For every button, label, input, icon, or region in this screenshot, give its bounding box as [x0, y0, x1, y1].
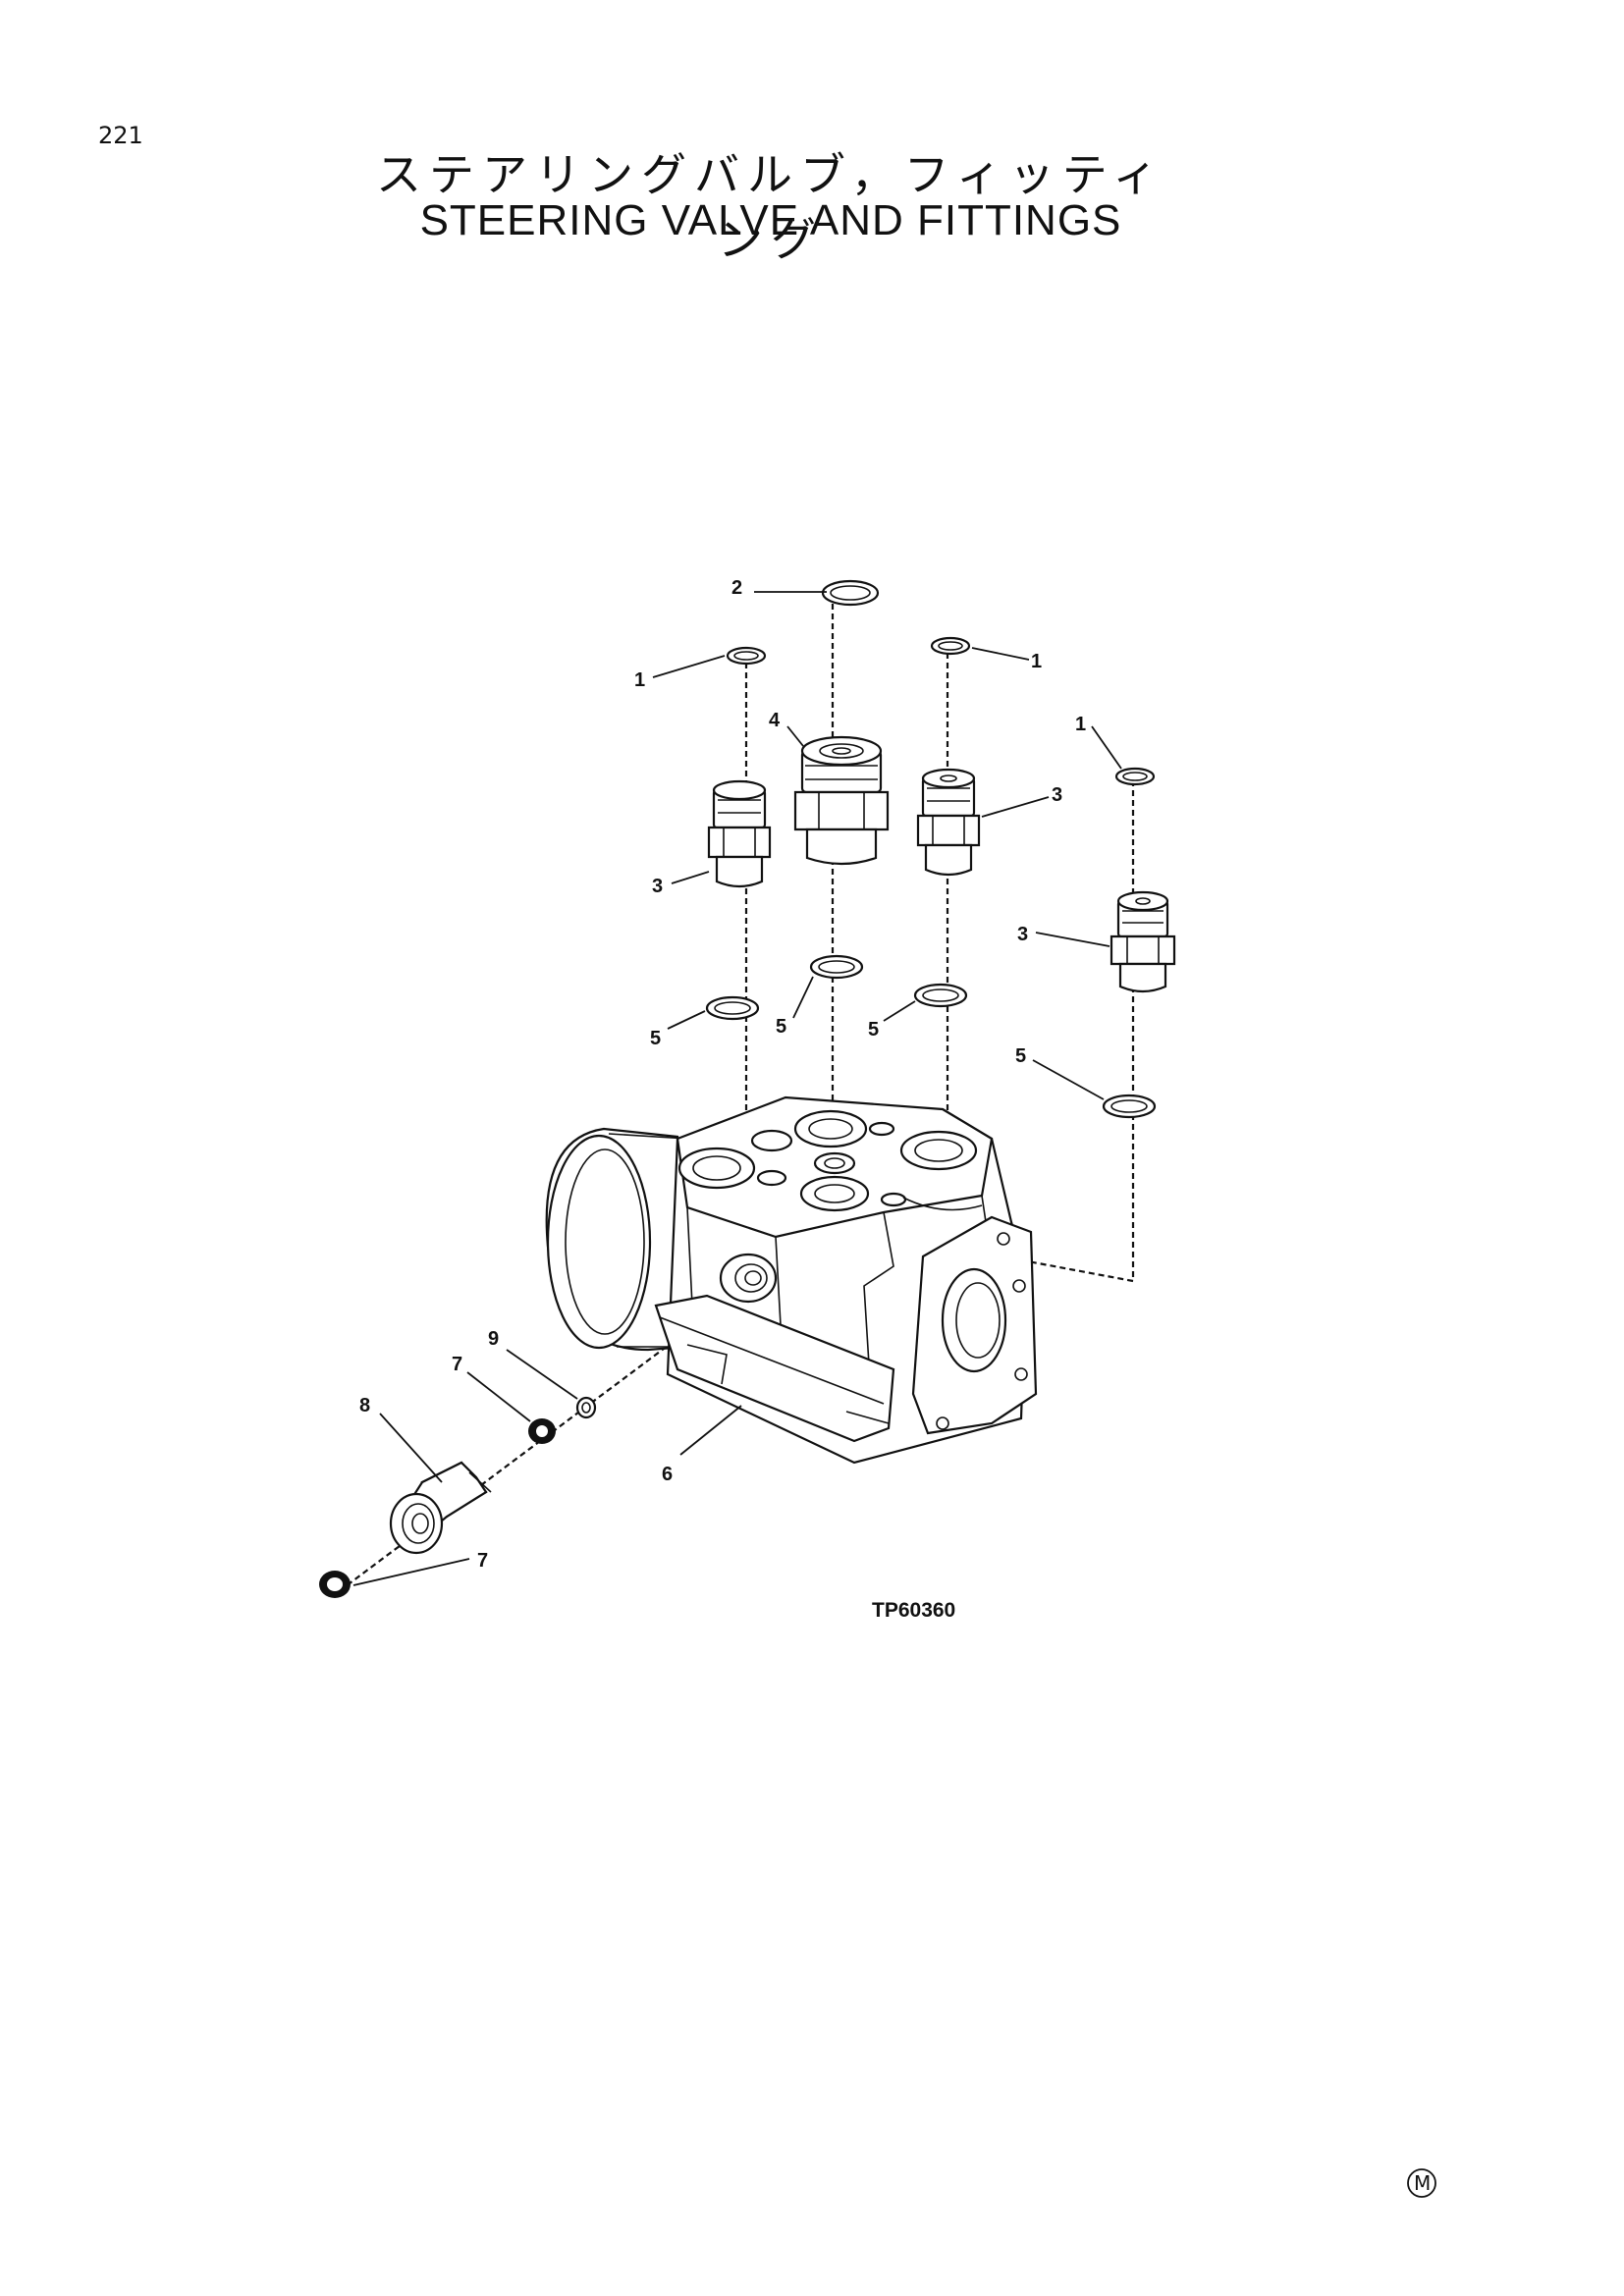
callout-3-left: 3 — [652, 876, 663, 897]
o-ring-lower-left — [705, 995, 760, 1021]
svg-text:M: M — [1414, 2171, 1431, 2195]
adapter-fitting-center-right — [916, 768, 981, 877]
seal-ring-9 — [575, 1396, 597, 1419]
callout-5-center: 5 — [776, 1016, 786, 1038]
o-ring-top-right — [930, 636, 971, 656]
callout-1-far-right: 1 — [1075, 714, 1086, 735]
figure-code: TP60360 — [872, 1599, 955, 1622]
seal-ring-7-upper — [528, 1418, 556, 1444]
adapter-fitting-left — [707, 779, 772, 888]
o-ring-top-center-large — [821, 579, 880, 607]
callout-7-lower: 7 — [477, 1550, 488, 1572]
callout-6: 6 — [662, 1464, 673, 1485]
page-title-english: STEERING VALVE AND FITTINGS — [419, 196, 1122, 244]
assembly-centerlines — [333, 594, 1135, 1596]
o-ring-far-right — [1114, 767, 1156, 786]
o-ring-lower-center — [809, 954, 864, 980]
callout-3-center-right: 3 — [1052, 784, 1062, 806]
page-title-japanese: ステアリングバルブ，フィッティング — [375, 148, 1166, 266]
callout-7-upper: 7 — [452, 1354, 462, 1375]
callout-1-left: 1 — [634, 669, 645, 691]
callout-numbers: 2 1 1 1 4 3 3 3 5 5 5 5 6 9 7 8 7 — [359, 577, 1086, 1572]
callout-9: 9 — [488, 1328, 499, 1350]
callout-5-far-right: 5 — [1015, 1045, 1026, 1067]
page-number: 221 — [98, 122, 143, 149]
callout-1-center-right: 1 — [1031, 651, 1042, 672]
callout-8: 8 — [359, 1395, 370, 1416]
leader-lines — [352, 591, 1122, 1586]
steering-valve-body — [545, 1095, 1038, 1465]
o-ring-lower-far-right — [1102, 1094, 1157, 1119]
callout-4: 4 — [769, 710, 781, 731]
callout-2: 2 — [731, 577, 742, 599]
callout-5-center-right: 5 — [868, 1019, 879, 1041]
callout-5-left: 5 — [650, 1028, 661, 1049]
adapter-fitting-far-right — [1110, 890, 1176, 993]
connector-fitting-8 — [389, 1461, 492, 1555]
seal-ring-7-lower — [319, 1571, 351, 1598]
adapter-fitting-large — [793, 735, 890, 866]
callout-3-far-right: 3 — [1017, 924, 1028, 945]
circled-m-logo: M — [1407, 2168, 1436, 2198]
o-ring-lower-center-right — [913, 983, 968, 1008]
o-ring-top-left — [726, 646, 767, 666]
